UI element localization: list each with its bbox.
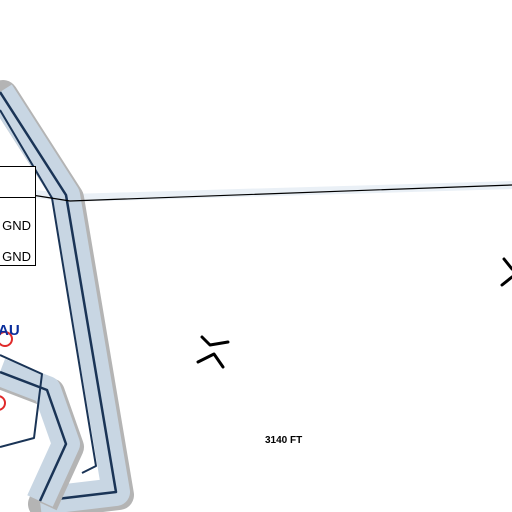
airspace-boundary	[0, 80, 134, 512]
elevation-label: 3140 FT	[265, 435, 303, 446]
airspace-upper-limit: GND	[2, 218, 31, 233]
sector-boundary	[0, 354, 84, 511]
place-label: AU	[0, 322, 20, 339]
place-marker	[0, 395, 6, 411]
place-marker	[0, 331, 13, 347]
airspace-info-box: GND GND	[0, 166, 36, 266]
airspace-box-divider	[0, 197, 35, 198]
airspace-lower-limit: GND	[2, 249, 31, 264]
pass-symbol-icon	[196, 335, 230, 369]
pass-symbol-icon	[500, 257, 512, 287]
